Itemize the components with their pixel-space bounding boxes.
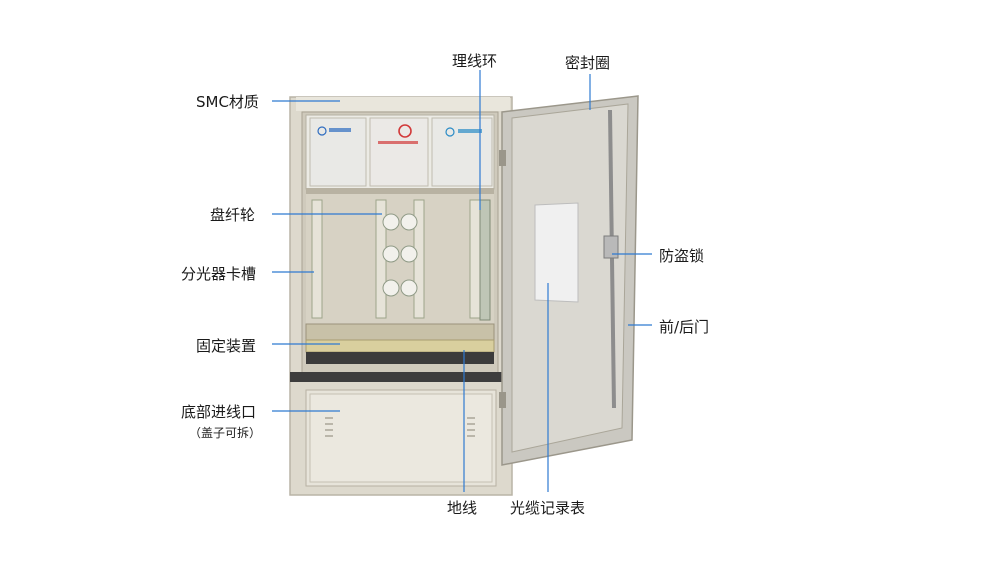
label-fixing: 固定装置 — [196, 337, 257, 355]
label-splitter-slot: 分光器卡槽 — [181, 265, 257, 283]
label-cable-ring: 理线环 — [452, 52, 498, 70]
mobile-logo — [445, 127, 482, 137]
label-lock: 防盗锁 — [659, 247, 705, 265]
label-ground: 地线 — [447, 499, 478, 517]
fiber-trays — [382, 213, 418, 297]
label-tray: 盘纤轮 — [210, 206, 256, 224]
telecom-logo — [317, 126, 351, 136]
label-door: 前/后门 — [659, 318, 710, 336]
bottom-cover — [305, 389, 497, 487]
label-bottom-entry: 底部进线口 — [181, 403, 257, 421]
open-door — [499, 95, 639, 466]
cabinet-body — [289, 96, 513, 496]
fixing-bar — [305, 323, 495, 364]
leader-lines — [272, 70, 652, 492]
unicom-logo — [378, 124, 418, 144]
label-record-sheet: 光缆记录表 — [510, 499, 586, 517]
label-bottom-entry-note: （盖子可拆） — [189, 426, 262, 440]
label-seal: 密封圈 — [565, 54, 611, 72]
label-smc: SMC材质 — [196, 93, 259, 111]
